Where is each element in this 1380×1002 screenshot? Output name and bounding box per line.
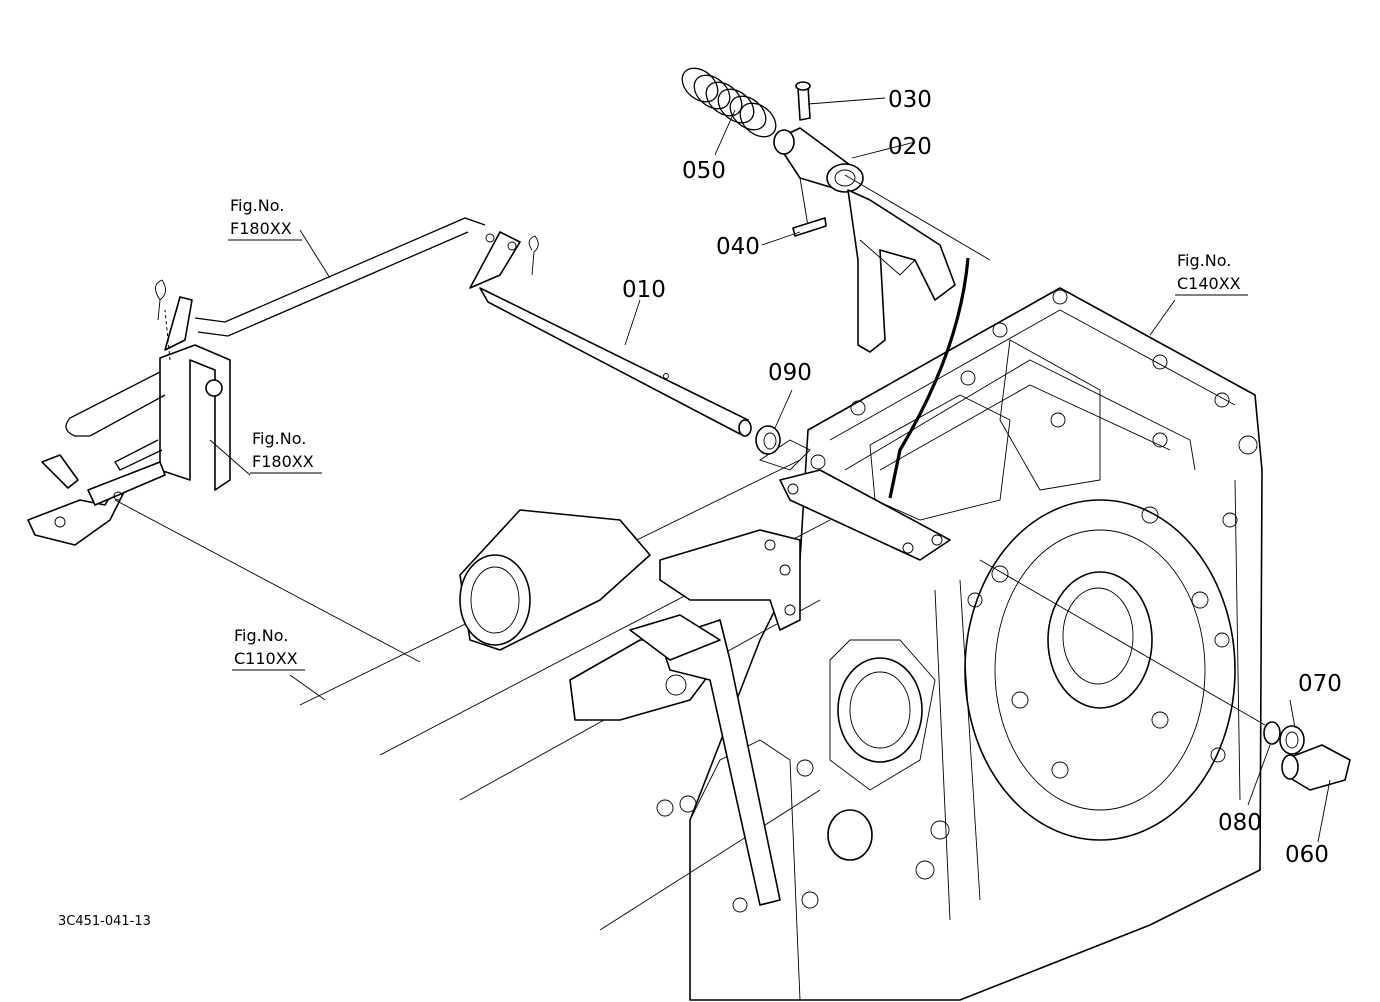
fig-ref-number: C140XX (1177, 274, 1241, 293)
fig-ref-number: F180XX (252, 452, 314, 471)
shift-fork-020 (773, 127, 956, 353)
part-label-040: 040 (716, 234, 760, 260)
fig-ref-number: F180XX (230, 219, 292, 238)
fig-ref-f180xx-mid: Fig.No. F180XX (250, 429, 322, 474)
pin-030 (795, 81, 811, 121)
gasket-070 (1279, 725, 1305, 755)
part-label-020: 020 (888, 134, 932, 160)
fig-ref-prefix: Fig.No. (234, 626, 288, 645)
plug-060 (1281, 744, 1351, 791)
part-label-090: 090 (768, 360, 812, 386)
fig-ref-c110xx: Fig.No. C110XX (232, 626, 305, 671)
part-label-080: 080 (1218, 810, 1262, 836)
diagram-code: 3C451-041-13 (58, 914, 151, 929)
spring-pin-040 (792, 217, 827, 237)
fig-ref-prefix: Fig.No. (1177, 251, 1231, 270)
shift-linkage-left (27, 217, 539, 546)
mid-case-body (299, 439, 951, 931)
o-ring-090 (755, 425, 781, 455)
part-label-030: 030 (888, 87, 932, 113)
fig-ref-prefix: Fig.No. (230, 196, 284, 215)
fig-ref-c140xx: Fig.No. C140XX (1175, 251, 1248, 296)
part-label-050: 050 (682, 158, 726, 184)
fig-ref-number: C110XX (234, 649, 298, 668)
part-label-010: 010 (622, 277, 666, 303)
fig-ref-f180xx-top: Fig.No. F180XX (228, 196, 302, 241)
part-label-070: 070 (1298, 671, 1342, 697)
washer-080 (1263, 721, 1281, 745)
leader-lines (114, 97, 1331, 843)
fig-ref-prefix: Fig.No. (252, 429, 306, 448)
part-label-060: 060 (1285, 842, 1329, 868)
spring-050 (681, 67, 777, 138)
shift-shaft-010 (469, 231, 752, 437)
transmission-case (656, 287, 1263, 1001)
